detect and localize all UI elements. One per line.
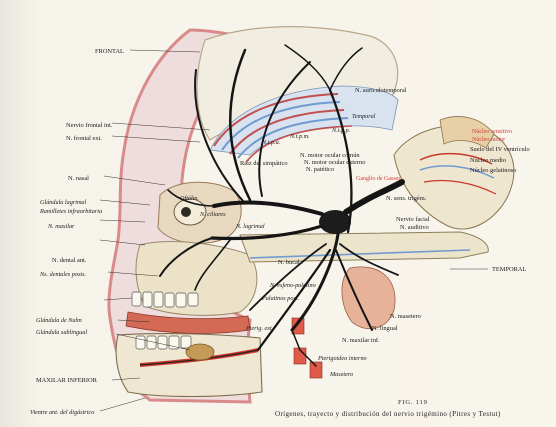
label-nucleo-gelatinoso: Núcleo gelatinoso xyxy=(470,167,516,174)
label-sens-trigem: N. sens. trigém. xyxy=(386,195,427,202)
label-lagrimal: N. lagrimal xyxy=(235,223,265,230)
label-maxilar: N. maxilar xyxy=(47,223,75,230)
label-nucleo-medio: Núcleo medio xyxy=(470,157,506,164)
label-dentales-post: Ns. dentales posts. xyxy=(39,271,86,278)
sublingual-gland xyxy=(186,344,214,360)
label-motor-ocular-comun: N. motor ocular común xyxy=(300,152,360,159)
label-motor-ocular-externo: N. motor ocular externo xyxy=(304,159,365,166)
label-pterig-ext: Pterig. ext. xyxy=(245,325,273,332)
label-ramilletes: Ramilletes infraorbitaria xyxy=(39,208,102,215)
label-nucleo-sensitivo: Núcleo sensitivo xyxy=(472,129,512,135)
label-maxilar-inf: N. maxilar inf. xyxy=(342,337,380,344)
label-auriculotemporal: N. auriculotemporal xyxy=(355,87,407,94)
figure-number: FIG. 119 xyxy=(398,399,428,406)
label-gl-nuhn: Glándula de Nuhn xyxy=(36,317,82,324)
label-temporal-bone: TEMPORAL xyxy=(492,266,527,273)
label-nasal: N. nasal xyxy=(68,175,89,182)
label-gasser: Ganglio de Gasser xyxy=(356,176,400,182)
label-lingual: N. lingual xyxy=(372,325,398,332)
label-esfenopalatino: N. esfeno-palatino xyxy=(269,282,316,289)
figure-caption: Orígenes, trayecto y distribución del ne… xyxy=(275,410,501,418)
label-vientre-digastrico: Vientre ant. del digástrico xyxy=(30,409,94,416)
label-oftalmico: Oftálm. xyxy=(180,195,199,202)
label-frontal-ext: N. frontal ext. xyxy=(66,135,102,142)
label-auditivo: N. auditivo xyxy=(400,224,429,231)
label-ciliares: N. ciliares xyxy=(199,211,226,218)
label-glandula-lagrimal: Glándula lagrimal xyxy=(40,199,87,206)
label-frontal-int: Nervio frontal int. xyxy=(66,122,113,129)
parotid-region xyxy=(342,267,395,329)
label-gl-sublingual: Glándula sublingual xyxy=(36,329,87,336)
label-facial: Nervio facial xyxy=(396,216,430,223)
label-dental-ant: N. dental ant. xyxy=(52,257,87,264)
pupil xyxy=(181,207,191,217)
label-suelo-iv: Suelo del IV ventrículo xyxy=(470,146,530,153)
label-frontal: FRONTAL xyxy=(95,48,124,55)
label-pterig-int: Pterigoideo interno xyxy=(317,355,367,362)
label-patetico: N. patético xyxy=(306,166,334,173)
masseter-block xyxy=(310,362,322,378)
label-n-masetero: N. masetero xyxy=(390,313,421,320)
label-temporal-muscle: Temporal xyxy=(352,113,376,120)
label-ntpa: N.t.p.a. xyxy=(261,139,280,146)
label-masetero: Masetero xyxy=(329,371,353,378)
lower-teeth xyxy=(136,336,191,349)
label-ntpp: N.t.p.p. xyxy=(331,127,350,134)
label-palatino-post: Palatinos post. xyxy=(261,295,299,302)
label-raiz-simpatico: Raíz del simpático xyxy=(240,160,288,167)
label-bucal: N. bucal xyxy=(278,259,300,266)
label-maxilar-inferior: MAXILAR INFERIOR xyxy=(36,377,98,384)
label-ntpm: N.t.p.m. xyxy=(289,133,310,140)
label-nucleo-motor: Núcleo motor xyxy=(472,137,505,143)
